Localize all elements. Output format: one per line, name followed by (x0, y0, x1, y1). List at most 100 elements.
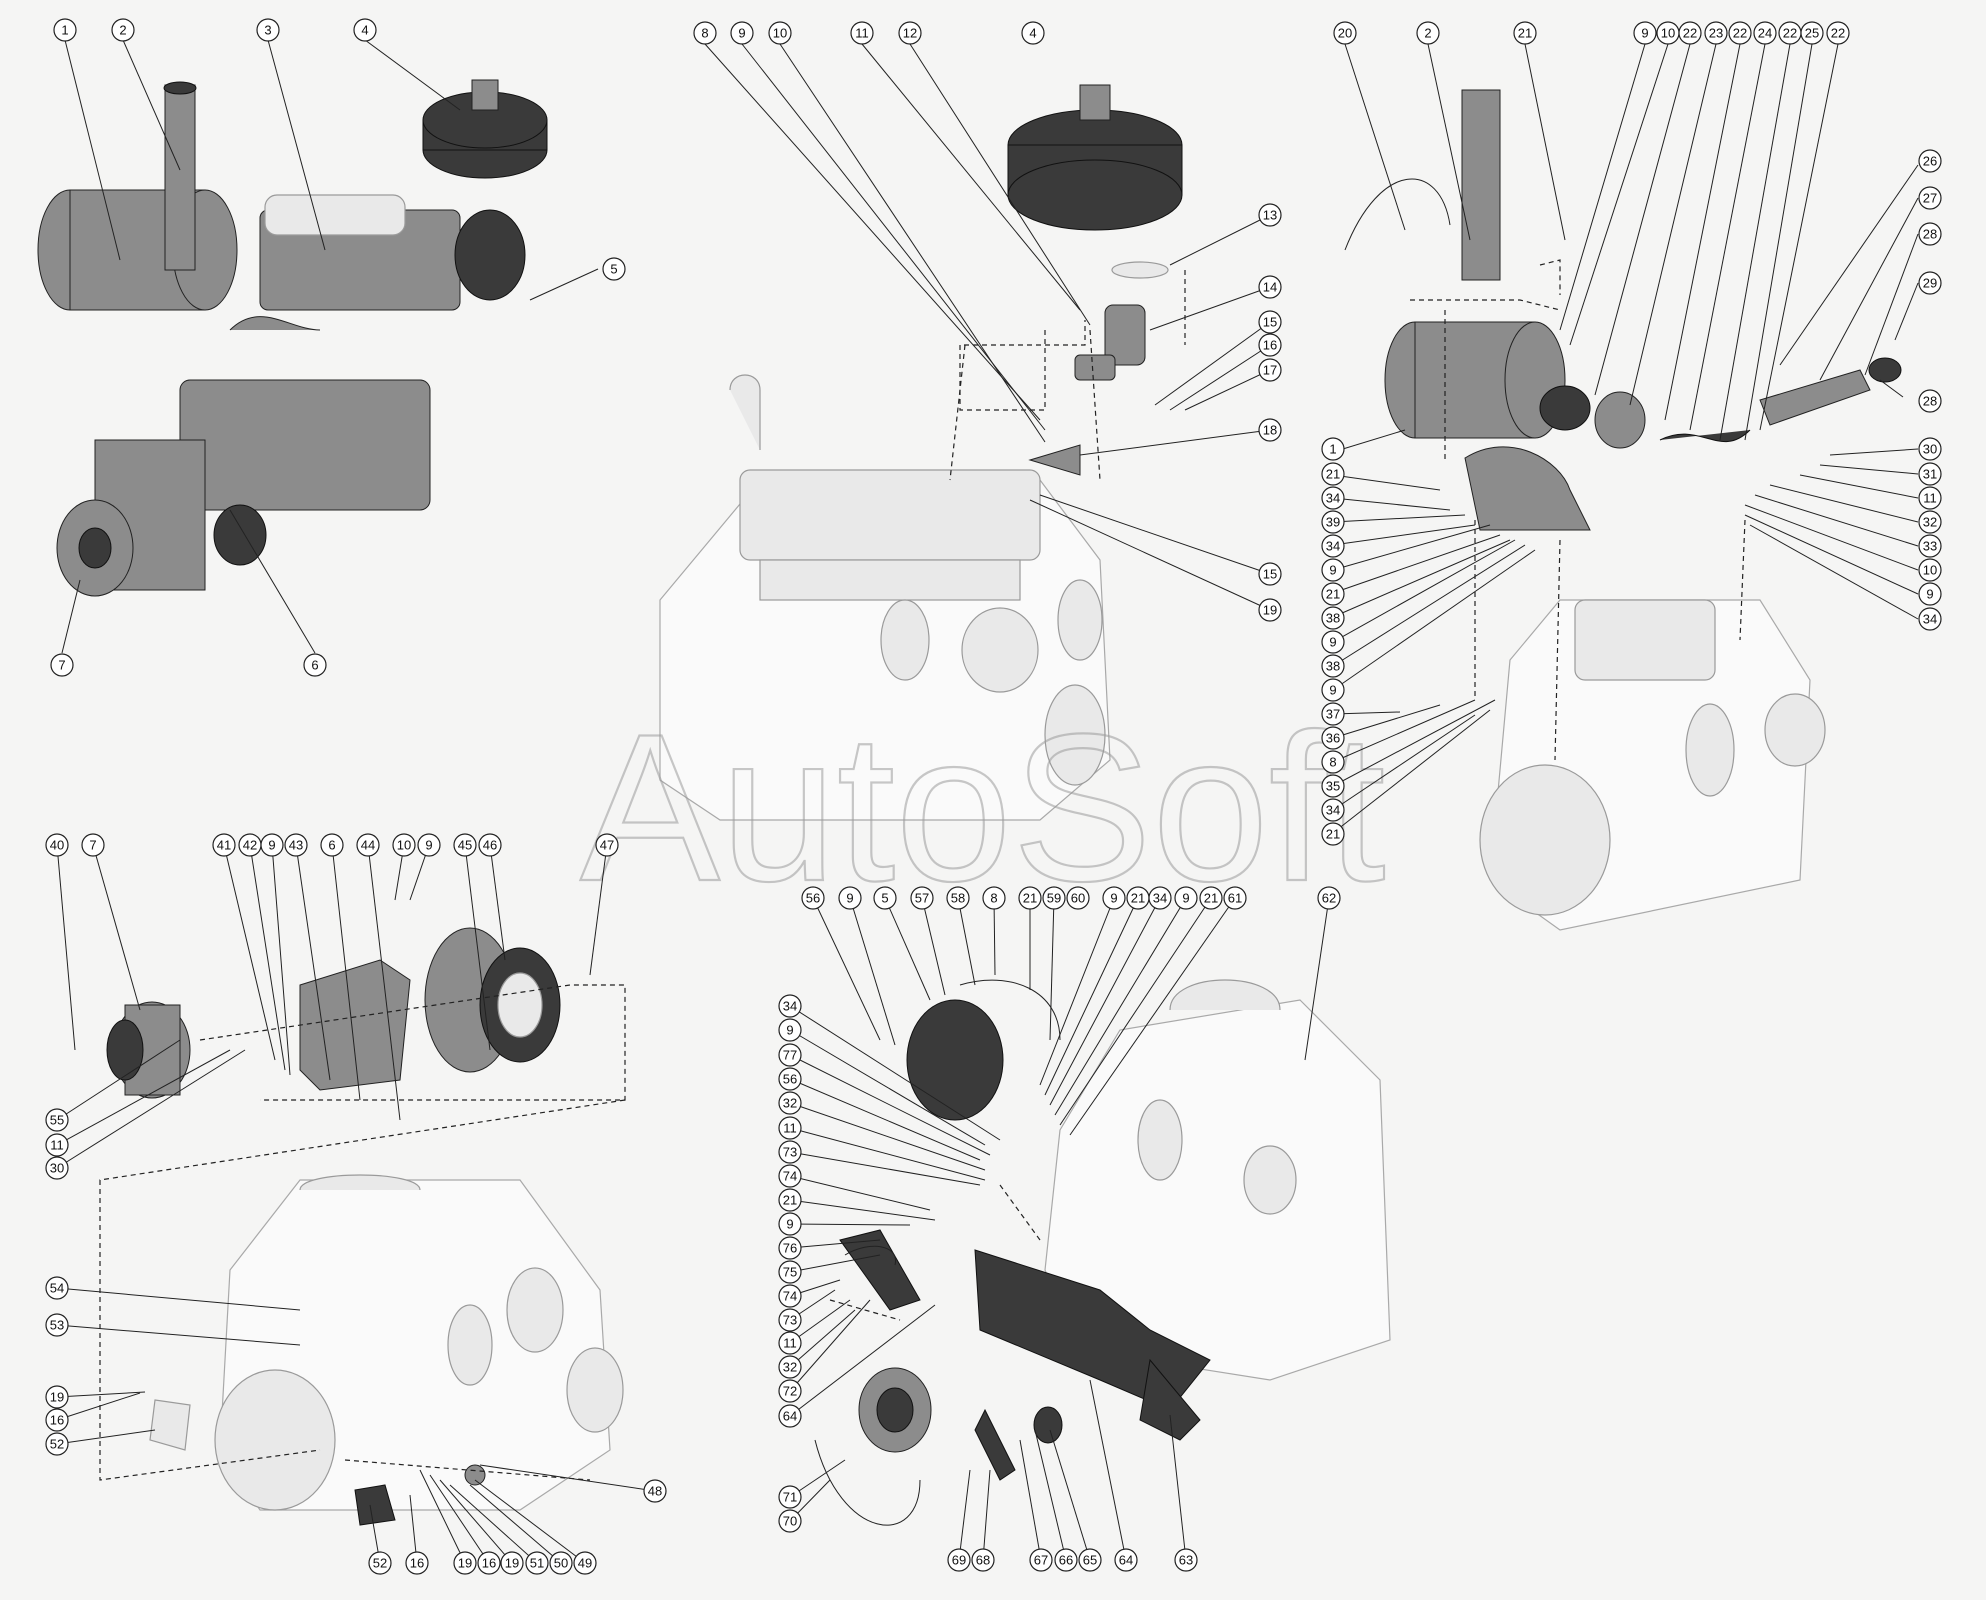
callout-layer: 1 2 3 4 5 7 6 8 9 10 11 12 4 13 14 15 16… (45, 18, 1942, 1575)
callout-44: 44 (356, 833, 380, 857)
svg-text:28: 28 (1923, 227, 1937, 242)
callout-28a: 28 (1918, 222, 1942, 246)
callout-13: 13 (1258, 203, 1282, 227)
callout-72: 72 (778, 1379, 802, 1403)
callout-20: 20 (1333, 21, 1357, 45)
callout-8c: 8 (982, 886, 1006, 910)
svg-text:67: 67 (1034, 1553, 1048, 1568)
svg-text:6: 6 (328, 838, 335, 853)
callout-1b: 1 (1321, 437, 1345, 461)
svg-text:4: 4 (1029, 26, 1036, 41)
callout-30b: 30 (45, 1156, 69, 1180)
svg-text:30: 30 (50, 1161, 64, 1176)
callout-34c: 34 (1321, 798, 1345, 822)
svg-text:58: 58 (951, 891, 965, 906)
svg-text:19: 19 (458, 1556, 472, 1571)
callout-9f: 9 (1918, 582, 1942, 606)
callout-43: 43 (284, 833, 308, 857)
callout-16c: 16 (405, 1551, 429, 1575)
svg-text:23: 23 (1709, 26, 1723, 41)
engine-top-right (1344, 89, 1902, 931)
callout-33: 33 (1918, 534, 1942, 558)
svg-text:12: 12 (903, 26, 917, 41)
svg-text:32: 32 (783, 1096, 797, 1111)
svg-text:16: 16 (482, 1556, 496, 1571)
callout-25: 25 (1800, 21, 1824, 45)
callout-38b: 38 (1321, 654, 1345, 678)
callout-21e: 21 (1018, 886, 1042, 910)
svg-text:8: 8 (990, 891, 997, 906)
svg-text:18: 18 (1263, 423, 1277, 438)
svg-text:10: 10 (1661, 26, 1675, 41)
callout-34b: 34 (1321, 534, 1345, 558)
callout-9c: 9 (1321, 558, 1345, 582)
svg-text:61: 61 (1228, 891, 1242, 906)
svg-text:10: 10 (1923, 563, 1937, 578)
callout-49: 49 (573, 1551, 597, 1575)
svg-text:9: 9 (738, 26, 745, 41)
svg-text:35: 35 (1326, 779, 1340, 794)
svg-text:41: 41 (217, 838, 231, 853)
svg-text:32: 32 (1923, 515, 1937, 530)
callout-11e: 11 (778, 1331, 802, 1355)
svg-text:11: 11 (783, 1121, 797, 1136)
svg-text:9: 9 (1926, 587, 1933, 602)
callout-39: 39 (1321, 510, 1345, 534)
svg-text:13: 13 (1263, 208, 1277, 223)
svg-text:34: 34 (1923, 612, 1937, 627)
svg-text:26: 26 (1923, 154, 1937, 169)
svg-text:60: 60 (1071, 891, 1085, 906)
callout-64b: 64 (1114, 1548, 1138, 1572)
callout-19: 19 (1258, 598, 1282, 622)
svg-text:9: 9 (1329, 635, 1336, 650)
svg-text:66: 66 (1059, 1553, 1073, 1568)
callout-32a: 32 (1918, 510, 1942, 534)
callout-38a: 38 (1321, 606, 1345, 630)
svg-text:59: 59 (1047, 891, 1061, 906)
callout-52a: 52 (45, 1432, 69, 1456)
callout-9j: 9 (1102, 886, 1126, 910)
svg-text:70: 70 (783, 1514, 797, 1529)
svg-text:28: 28 (1923, 394, 1937, 409)
callout-28b: 28 (1918, 389, 1942, 413)
svg-text:71: 71 (783, 1490, 797, 1505)
callout-1: 1 (53, 18, 77, 42)
callout-6: 6 (303, 653, 327, 677)
callout-9b: 9 (1633, 21, 1657, 45)
svg-text:9: 9 (268, 838, 275, 853)
callout-9g: 9 (260, 833, 284, 857)
assembled-engine-top-left (37, 79, 548, 597)
callout-21b: 21 (1321, 462, 1345, 486)
svg-text:16: 16 (410, 1556, 424, 1571)
callout-6b: 6 (320, 833, 344, 857)
callout-51: 51 (525, 1551, 549, 1575)
svg-text:30: 30 (1923, 442, 1937, 457)
svg-text:68: 68 (976, 1553, 990, 1568)
callout-17: 17 (1258, 358, 1282, 382)
svg-text:72: 72 (783, 1384, 797, 1399)
svg-text:24: 24 (1758, 26, 1772, 41)
svg-text:62: 62 (1322, 891, 1336, 906)
callout-16b: 16 (45, 1408, 69, 1432)
callout-10c: 10 (1918, 558, 1942, 582)
svg-text:74: 74 (783, 1289, 797, 1304)
callout-8: 8 (693, 21, 717, 45)
callout-59: 59 (1042, 886, 1066, 910)
svg-text:8: 8 (701, 26, 708, 41)
svg-text:46: 46 (483, 838, 497, 853)
callout-34d: 34 (1918, 607, 1942, 631)
callout-19b: 19 (45, 1385, 69, 1409)
svg-text:8: 8 (1329, 755, 1336, 770)
callout-73b: 73 (778, 1308, 802, 1332)
svg-text:49: 49 (578, 1556, 592, 1571)
svg-text:52: 52 (50, 1437, 64, 1452)
callout-58: 58 (946, 886, 970, 910)
callout-21: 21 (1513, 21, 1537, 45)
callout-27: 27 (1918, 186, 1942, 210)
callout-54: 54 (45, 1276, 69, 1300)
callout-45: 45 (453, 833, 477, 857)
svg-text:10: 10 (397, 838, 411, 853)
callout-11b: 11 (1918, 486, 1942, 510)
svg-text:36: 36 (1326, 731, 1340, 746)
svg-text:56: 56 (806, 891, 820, 906)
